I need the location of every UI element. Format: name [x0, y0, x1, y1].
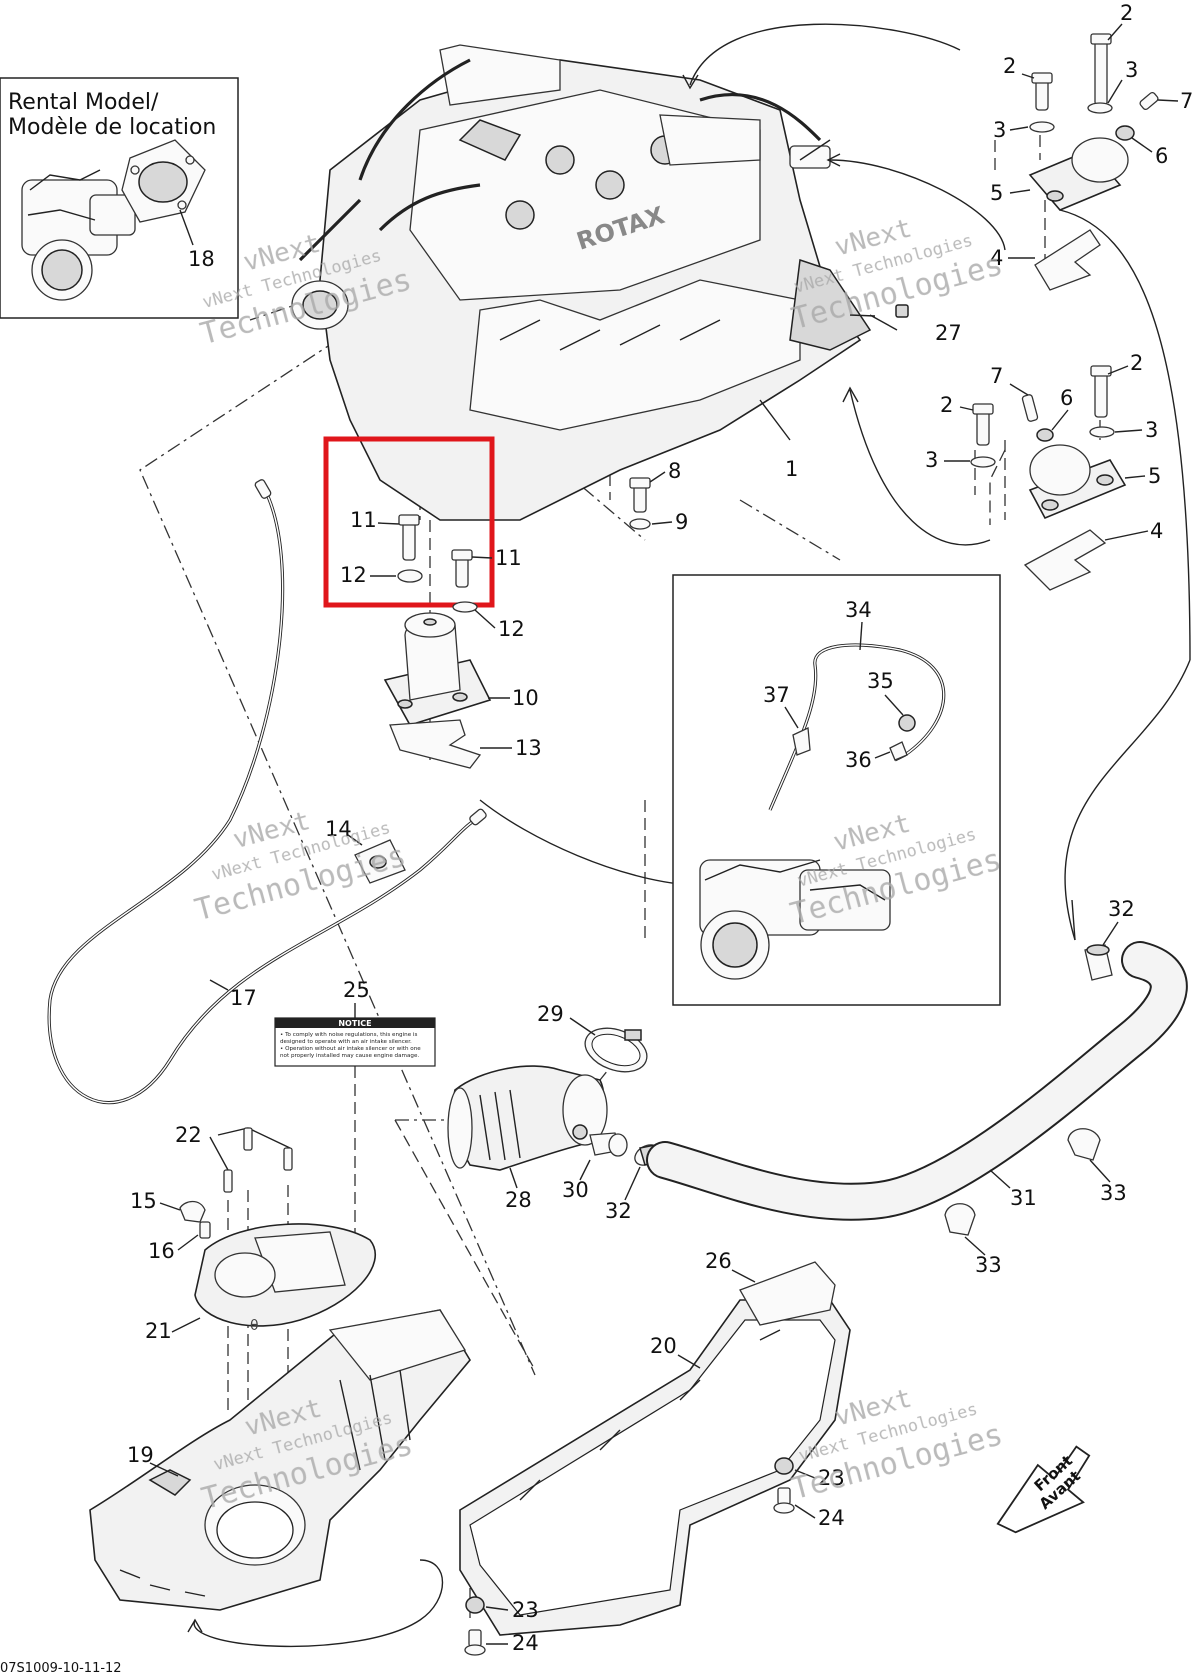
callout-31: 31 [1010, 1186, 1037, 1210]
callout-2b: 2 [1003, 54, 1016, 78]
callout-13: 13 [515, 736, 542, 760]
callout-28: 28 [505, 1188, 532, 1212]
callout-37: 37 [763, 683, 790, 707]
air-box-cover-group: 22 15 16 θ 21 [130, 1123, 377, 1343]
part-11-bolt-left [402, 519, 416, 561]
drawing-code: 07S1009-10-11-12 [0, 1661, 122, 1676]
callout-11a: 11 [350, 508, 377, 532]
callout-7a: 7 [1180, 89, 1193, 113]
callout-15: 15 [130, 1189, 157, 1213]
engine-mount-lower-right: 2 2 3 3 7 6 5 4 [925, 351, 1163, 591]
highlighted-parts-group: 11 12 11 [323, 436, 522, 608]
rental-model-inset: Rental Model/ Modèle de location 18 [0, 77, 239, 319]
notice-body-line4: not properly installed may cause engine … [280, 1053, 419, 1059]
callout-29: 29 [537, 1002, 564, 1026]
callout-6b: 6 [1060, 386, 1073, 410]
callout-33b: 33 [975, 1253, 1002, 1277]
highlight-box [323, 436, 495, 608]
inset-title-line2: Modèle de location [8, 115, 216, 140]
callout-21: 21 [145, 1319, 172, 1343]
callout-3b: 3 [993, 118, 1006, 142]
throttle-cable-17: 17 [47, 479, 487, 1105]
callout-7b: 7 [990, 364, 1003, 388]
notice-decal: 25 NOTICE • To comply with noise regulat… [274, 978, 436, 1067]
air-box-pan-group: 20 26 23 24 23 24 [459, 1249, 851, 1656]
callout-10: 10 [512, 686, 539, 710]
notice-title: NOTICE [338, 1019, 371, 1028]
callout-24a: 24 [818, 1506, 845, 1530]
notice-body-line3: • Operation without air intake silencer … [280, 1046, 421, 1052]
engine-mount-left: 12 10 13 [383, 601, 542, 769]
rental-throttle-body-drawing [21, 169, 136, 301]
fuel-line-inset: 34 37 35 36 [672, 574, 1001, 1006]
callout-16: 16 [148, 1239, 175, 1263]
bolt-8-washer-9: 8 9 [629, 459, 688, 534]
callout-27: 27 [935, 321, 962, 345]
callout-25: 25 [343, 978, 370, 1002]
engine-assembly-drawing: ROTAX 1 27 [291, 44, 962, 521]
notice-body-line2: designed to operate with an air intake s… [280, 1039, 412, 1045]
engine-mount-upper-right: 2 2 3 3 7 6 5 4 [990, 1, 1193, 291]
inset-throttle-body-drawing [699, 859, 891, 980]
rental-plate-drawing [121, 139, 206, 223]
callout-1: 1 [785, 457, 798, 481]
callout-34: 34 [845, 598, 872, 622]
callout-20: 20 [650, 1334, 677, 1358]
notice-body-line1: • To comply with noise regulations, this… [280, 1032, 417, 1038]
callout-36: 36 [845, 748, 872, 772]
callout-2c: 2 [1130, 351, 1143, 375]
intake-adapter-group: 28 29 30 32 [447, 1002, 660, 1223]
callout-12b: 12 [498, 617, 525, 641]
callout-9: 9 [675, 510, 688, 534]
callout-26: 26 [705, 1249, 732, 1273]
callout-8: 8 [668, 459, 681, 483]
callout-2d: 2 [940, 393, 953, 417]
callout-4a: 4 [990, 246, 1003, 270]
inset-title-line1: Rental Model/ [8, 90, 159, 115]
callout-22: 22 [175, 1123, 202, 1147]
part-12-washer-left [397, 569, 423, 583]
callout-3c: 3 [1145, 418, 1158, 442]
callout-24b: 24 [512, 1631, 539, 1655]
callout-19: 19 [127, 1443, 154, 1467]
svg-text:θ: θ [250, 1318, 259, 1334]
callout-3d: 3 [925, 448, 938, 472]
callout-32b: 32 [1108, 897, 1135, 921]
callout-32a: 32 [605, 1199, 632, 1223]
callout-17: 17 [230, 986, 257, 1010]
callout-35: 35 [867, 669, 894, 693]
callout-18: 18 [188, 247, 215, 271]
callout-2a: 2 [1120, 1, 1133, 25]
hose-31-group: 32 31 33 33 [646, 897, 1188, 1277]
callout-11b: 11 [495, 546, 522, 570]
callout-33a: 33 [1100, 1181, 1127, 1205]
callout-30: 30 [562, 1178, 589, 1202]
callout-5a: 5 [990, 181, 1003, 205]
callout-5b: 5 [1148, 464, 1161, 488]
callout-23b: 23 [512, 1598, 539, 1622]
callout-6a: 6 [1155, 144, 1168, 168]
callout-23a: 23 [818, 1466, 845, 1490]
callout-14: 14 [325, 817, 352, 841]
part-27-grommet [895, 304, 909, 318]
callout-12a: 12 [340, 563, 367, 587]
callout-4b: 4 [1150, 519, 1163, 543]
air-box-base-group: 19 [89, 1309, 471, 1648]
callout-3a: 3 [1125, 58, 1138, 82]
part-14: 14 [325, 817, 406, 884]
front-direction-arrow: Front Avant [996, 1445, 1091, 1534]
